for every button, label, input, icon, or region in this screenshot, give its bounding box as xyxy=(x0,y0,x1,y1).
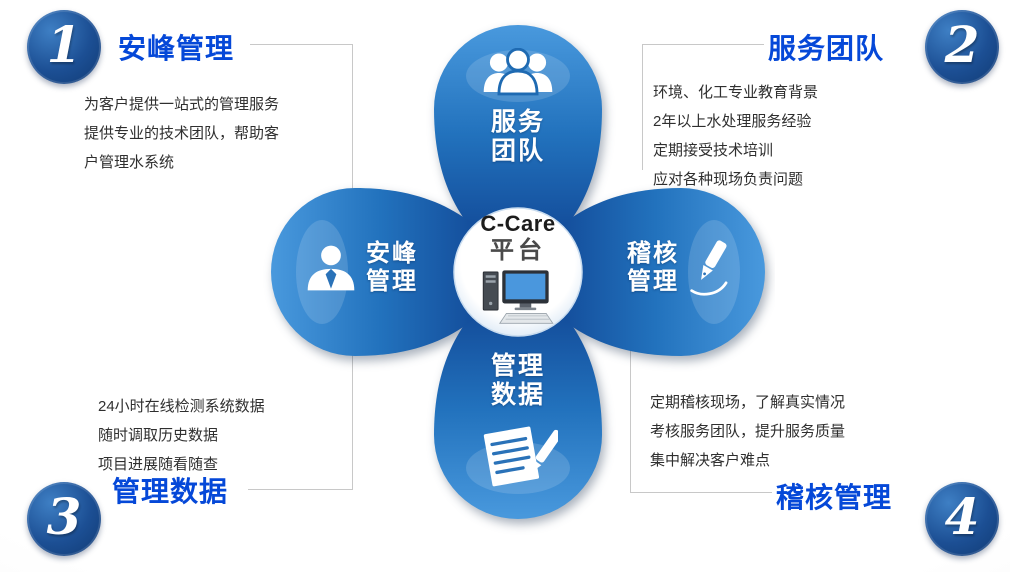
corner-badge-3: 3 xyxy=(27,482,101,556)
connector-bottom-left-vertical xyxy=(352,350,353,490)
desc-top-right: 环境、化工专业教育背景 2年以上水处理服务经验 定期接受技术培训 应对各种现场负… xyxy=(653,78,818,194)
desc-bottom-right: 定期稽核现场，了解真实情况 考核服务团队，提升服务质量 集中解决客户难点 xyxy=(650,388,845,475)
badge-number-2: 2 xyxy=(944,15,980,74)
corner-label-fuwu-tuandui: 服务团队 xyxy=(768,33,885,64)
petal-left-anfeng: 安峰 管理 xyxy=(290,228,432,308)
badge-number-3: 3 xyxy=(46,487,82,546)
desc-line: 环境、化工专业教育背景 xyxy=(653,84,819,101)
desc-line: 集中解决客户难点 xyxy=(650,452,771,469)
person-icon xyxy=(307,245,355,291)
desktop-computer-icon xyxy=(482,270,554,324)
petal-left-label-line1: 安峰 xyxy=(366,240,418,268)
connector-top-left-horizontal xyxy=(250,44,353,45)
petal-bottom-data: 管理 数据 xyxy=(455,352,581,490)
desc-line: 项目进展随看随查 xyxy=(98,456,219,473)
desc-line: 定期稽核现场，了解真实情况 xyxy=(650,394,846,411)
connector-top-right-vertical xyxy=(642,44,643,170)
flower-diagram xyxy=(271,25,765,519)
petal-top-label: 服务 团队 xyxy=(491,108,545,166)
petal-right-shape xyxy=(518,188,765,356)
desc-bottom-left: 24小时在线检测系统数据 随时调取历史数据 项目进展随看随查 xyxy=(98,392,265,479)
petal-right-label-line2: 管理 xyxy=(627,268,679,295)
desc-line: 2年以上水处理服务经验 xyxy=(653,113,812,130)
desc-line: 24小时在线检测系统数据 xyxy=(98,398,265,415)
corner-label-jihe-guanli: 稽核管理 xyxy=(776,482,893,513)
petal-bottom-label: 管理 数据 xyxy=(491,352,545,410)
corner-label-anfeng-guanli: 安峰管理 xyxy=(118,33,235,64)
pen-icon xyxy=(690,240,728,296)
petal-right-label-line1: 稽核 xyxy=(627,240,679,268)
connector-top-left-vertical xyxy=(352,44,353,192)
desc-line: 户管理水系统 xyxy=(84,154,175,171)
desc-line: 定期接受技术培训 xyxy=(653,142,774,159)
connector-bottom-right-horizontal xyxy=(630,492,772,493)
petal-right-label: 稽核 管理 xyxy=(627,240,679,296)
team-icon xyxy=(483,48,553,96)
desc-line: 应对各种现场负责问题 xyxy=(653,171,804,188)
desc-line: 提供专业的技术团队，帮助客 xyxy=(84,125,280,142)
petal-left-label: 安峰 管理 xyxy=(366,240,418,296)
connector-bottom-right-vertical xyxy=(630,344,631,493)
petal-left-label-line2: 管理 xyxy=(366,268,418,295)
petal-top-label-line1: 服务 xyxy=(490,108,545,136)
desc-line: 考核服务团队，提升服务质量 xyxy=(650,423,846,440)
petal-right-audit: 稽核 管理 xyxy=(612,228,752,308)
center-subtitle: 平台 xyxy=(490,237,546,265)
petal-top-service-team: 服务 团队 xyxy=(455,48,581,166)
corner-badge-1: 1 xyxy=(27,10,101,84)
desc-top-left: 为客户提供一站式的管理服务 提供专业的技术团队，帮助客 户管理水系统 xyxy=(84,90,279,177)
corner-badge-2: 2 xyxy=(925,10,999,84)
petal-top-label-line2: 团队 xyxy=(490,137,545,165)
center-title: C-Care xyxy=(480,211,556,236)
petal-bottom-label-line2: 数据 xyxy=(490,381,545,409)
document-pen-icon xyxy=(483,426,558,487)
connector-bottom-left-horizontal xyxy=(248,489,353,490)
badge-number-4: 4 xyxy=(944,487,980,546)
petal-bottom-label-line1: 管理 xyxy=(490,352,545,380)
corner-badge-4: 4 xyxy=(925,482,999,556)
corner-label-guanli-shuju: 管理数据 xyxy=(112,476,229,507)
badge-number-1: 1 xyxy=(46,15,82,74)
center-platform: C-Care 平台 xyxy=(454,211,582,334)
desc-line: 为客户提供一站式的管理服务 xyxy=(84,96,280,113)
connector-top-right-horizontal xyxy=(642,44,764,45)
desc-line: 随时调取历史数据 xyxy=(98,427,219,444)
